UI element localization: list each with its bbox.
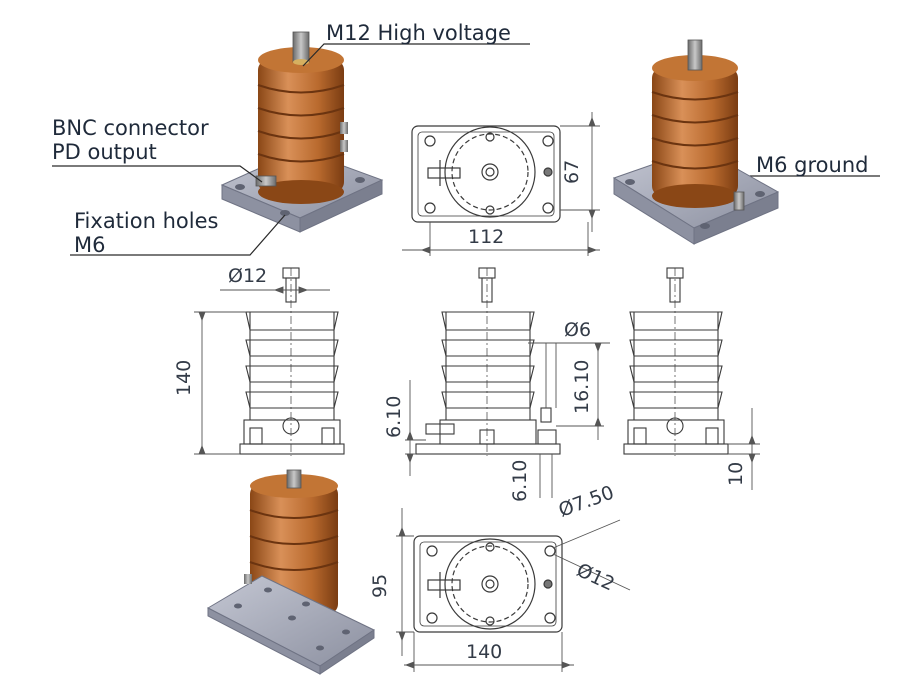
isometric-view-front-left bbox=[220, 31, 384, 233]
isometric-view-underside bbox=[206, 469, 376, 675]
dim-base-offset-left: 6.10 bbox=[383, 395, 405, 438]
front-view-dimensions bbox=[405, 342, 610, 498]
dim-stud-diameter: Ø12 bbox=[228, 265, 268, 287]
dim-base-thickness: 10 bbox=[725, 461, 747, 486]
dim-total-height: 140 bbox=[173, 359, 195, 396]
label-fixation-holes: Fixation holes bbox=[74, 209, 219, 233]
dim-top-height: 67 bbox=[561, 159, 583, 184]
dim-base-offset-bottom: 6.10 bbox=[509, 459, 531, 502]
label-high-voltage: M12 High voltage bbox=[326, 21, 511, 45]
isometric-view-back-right bbox=[612, 39, 780, 245]
label-pd-output: PD output bbox=[52, 140, 157, 164]
dim-ground-diameter: Ø6 bbox=[564, 319, 592, 341]
label-bnc-connector: BNC connector bbox=[52, 116, 209, 140]
label-m6-ground: M6 ground bbox=[756, 153, 869, 177]
side-view-left bbox=[239, 267, 345, 456]
dim-bottom-width: 140 bbox=[466, 641, 503, 663]
side-view-left-dimensions bbox=[194, 286, 330, 455]
bottom-view-dimensions bbox=[396, 508, 631, 672]
top-view-dimensions bbox=[402, 112, 600, 256]
dim-ground-offset: 16.10 bbox=[571, 359, 593, 414]
front-view bbox=[415, 267, 561, 456]
side-view-right bbox=[623, 267, 729, 456]
top-view bbox=[411, 125, 561, 223]
label-fixation-m6: M6 bbox=[74, 233, 106, 257]
side-view-right-dimensions bbox=[728, 408, 760, 490]
dim-top-width: 112 bbox=[468, 226, 505, 248]
bottom-view bbox=[413, 535, 563, 633]
dim-bottom-height: 95 bbox=[369, 573, 391, 598]
